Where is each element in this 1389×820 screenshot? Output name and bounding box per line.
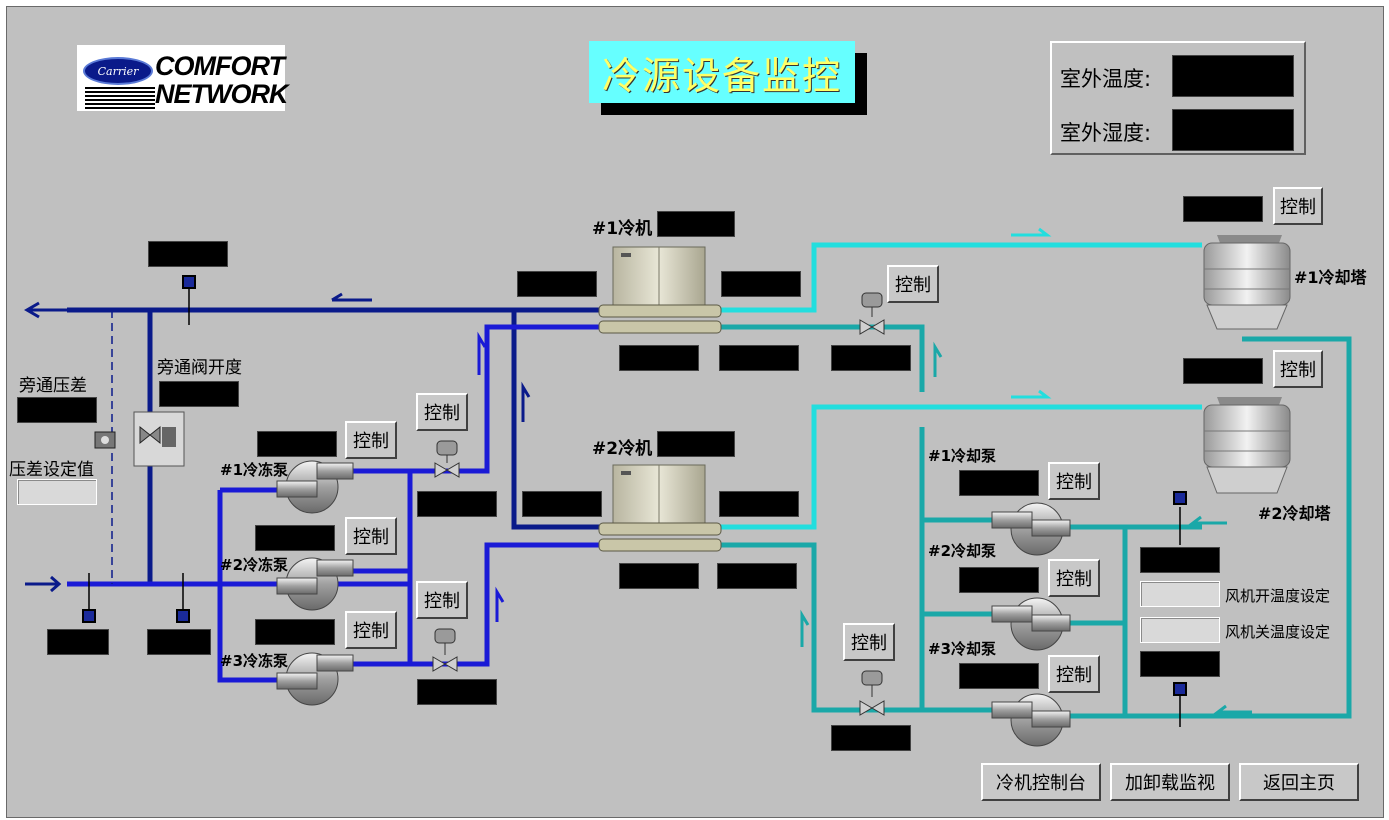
outdoor-humidity-label: 室外湿度: xyxy=(1060,121,1152,145)
cooling-tower-1-status xyxy=(1183,196,1263,222)
page-title: 冷源设备监控 xyxy=(589,41,855,103)
flow-arrows xyxy=(24,227,1252,714)
bypass-valve-unit xyxy=(94,411,185,467)
cw-pump-2-label: #2冷却泵 xyxy=(928,542,997,560)
cw-pump-3-control-button[interactable]: 控制 xyxy=(1048,655,1100,693)
cooling-tower-2-control-button[interactable]: 控制 xyxy=(1273,350,1323,388)
chiller-1-status xyxy=(657,211,735,237)
chiller-2-status xyxy=(657,431,735,457)
chiller-2-chw-supply-temp xyxy=(522,491,602,517)
chiller-1-cw-out-temp xyxy=(721,271,801,297)
cw-pump-3-status xyxy=(959,663,1039,689)
chw-valve-2-control-button[interactable]: 控制 xyxy=(416,581,468,619)
outdoor-panel: 室外温度: 室外湿度: xyxy=(1050,41,1306,155)
chiller-1-chw-return-temp xyxy=(619,345,699,371)
chiller-1-cw-in-temp xyxy=(719,345,799,371)
cw-pump-1-label: #1冷却泵 xyxy=(928,447,997,465)
bypass-dp-value xyxy=(17,397,97,423)
sensor-icon xyxy=(182,275,196,289)
home-button[interactable]: 返回主页 xyxy=(1239,763,1359,801)
chw-pump-1-status xyxy=(257,431,337,457)
return-temp-2 xyxy=(147,629,211,655)
valve-cw-2 xyxy=(859,670,885,716)
main-supply-temp xyxy=(148,241,228,267)
chw-pump-2-status xyxy=(255,525,335,551)
outdoor-humidity-value xyxy=(1172,109,1294,151)
cw-pump-3-label: #3冷却泵 xyxy=(928,640,997,658)
logo-stripes xyxy=(85,85,155,109)
logo-line2: NETWORK xyxy=(155,79,288,109)
sensor-icon xyxy=(176,609,190,623)
valve-chw-2 xyxy=(432,628,458,672)
screen: Carrier COMFORT NETWORK 冷源设备监控 室外温度: 室外湿… xyxy=(6,6,1384,818)
bypass-valve-opening xyxy=(159,381,239,407)
cooling-tower-1-unit xyxy=(1203,235,1291,330)
cooling-tower-2-status xyxy=(1183,358,1263,384)
chiller-2-label: #2冷机 xyxy=(592,439,653,459)
carrier-logo: Carrier COMFORT NETWORK xyxy=(77,45,288,111)
chw-valve-1-status xyxy=(417,491,497,517)
cw-pump-2-status xyxy=(959,567,1039,593)
logo-line1: COMFORT xyxy=(155,51,285,81)
chiller-2-cw-in-temp xyxy=(717,563,797,589)
valve-chw-1 xyxy=(434,440,460,478)
bypass-valve-label: 旁通阀开度 xyxy=(157,358,242,378)
chw-pump-1-unit xyxy=(276,460,354,514)
cw-valve-2-status xyxy=(831,725,911,751)
fan-off-temp-label: 风机关温度设定 xyxy=(1225,623,1331,641)
cooling-tower-1-control-button[interactable]: 控制 xyxy=(1273,187,1323,225)
cw-valve-1-status xyxy=(831,345,911,371)
chw-valve-2-status xyxy=(417,679,497,705)
chw-pump-1-control-button[interactable]: 控制 xyxy=(345,421,397,459)
pipe-network xyxy=(24,227,1352,747)
chiller-2-cw-out-temp xyxy=(719,491,799,517)
cw-supply-temp xyxy=(1140,547,1220,573)
chiller-1-chw-supply-temp xyxy=(517,271,597,297)
chw-pump-3-unit xyxy=(276,652,354,706)
cw-valve-1-control-button[interactable]: 控制 xyxy=(887,265,939,303)
cw-return-temp xyxy=(1140,651,1220,677)
cw-pump-3-unit xyxy=(991,693,1071,747)
outdoor-temp-label: 室外温度: xyxy=(1060,67,1152,91)
fan-on-temp-input[interactable] xyxy=(1140,581,1220,607)
cooling-tower-2-unit xyxy=(1203,397,1291,494)
chw-pump-3-control-button[interactable]: 控制 xyxy=(345,611,397,649)
sensor-icon xyxy=(1173,491,1187,505)
sensor-icon xyxy=(1173,682,1187,696)
fan-off-temp-input[interactable] xyxy=(1140,617,1220,643)
bypass-dp-label: 旁通压差 xyxy=(19,376,87,396)
cw-pump-1-control-button[interactable]: 控制 xyxy=(1048,462,1100,500)
valve-cw-1 xyxy=(859,292,885,335)
cw-pump-1-status xyxy=(959,470,1039,496)
dp-setpoint-label: 压差设定值 xyxy=(9,460,94,480)
carrier-badge: Carrier xyxy=(83,57,153,85)
chw-pump-2-unit xyxy=(276,557,354,611)
chiller-1-label: #1冷机 xyxy=(592,219,653,239)
sensor-stems xyxy=(88,289,1181,727)
chw-pump-3-label: #3冷冻泵 xyxy=(220,652,289,670)
cw-pump-2-unit xyxy=(991,597,1071,651)
chiller-2-unit xyxy=(598,464,722,552)
cooling-tower-2-label: #2冷却塔 xyxy=(1258,504,1331,523)
dp-setpoint-input[interactable] xyxy=(17,479,97,505)
fan-on-temp-label: 风机开温度设定 xyxy=(1225,587,1331,605)
cw-pump-2-control-button[interactable]: 控制 xyxy=(1048,559,1100,597)
return-temp-1 xyxy=(47,629,109,655)
cw-return-pipe xyxy=(720,324,1352,719)
chw-pump-2-label: #2冷冻泵 xyxy=(220,556,289,574)
cw-pump-1-unit xyxy=(991,502,1071,556)
chiller-console-button[interactable]: 冷机控制台 xyxy=(981,763,1101,801)
chw-pump-1-label: #1冷冻泵 xyxy=(220,461,289,479)
sensor-icon xyxy=(82,609,96,623)
chw-pump-2-control-button[interactable]: 控制 xyxy=(345,517,397,555)
chiller-2-chw-return-temp xyxy=(619,563,699,589)
cooling-tower-1-label: #1冷却塔 xyxy=(1294,268,1367,287)
outdoor-temp-value xyxy=(1172,55,1294,97)
chw-pump-3-status xyxy=(255,619,335,645)
cw-supply-pipe xyxy=(720,242,1202,530)
cw-valve-2-control-button[interactable]: 控制 xyxy=(843,623,895,661)
chiller-1-unit xyxy=(598,246,722,334)
load-monitor-button[interactable]: 加卸载监视 xyxy=(1110,763,1230,801)
chw-valve-1-control-button[interactable]: 控制 xyxy=(416,393,468,431)
